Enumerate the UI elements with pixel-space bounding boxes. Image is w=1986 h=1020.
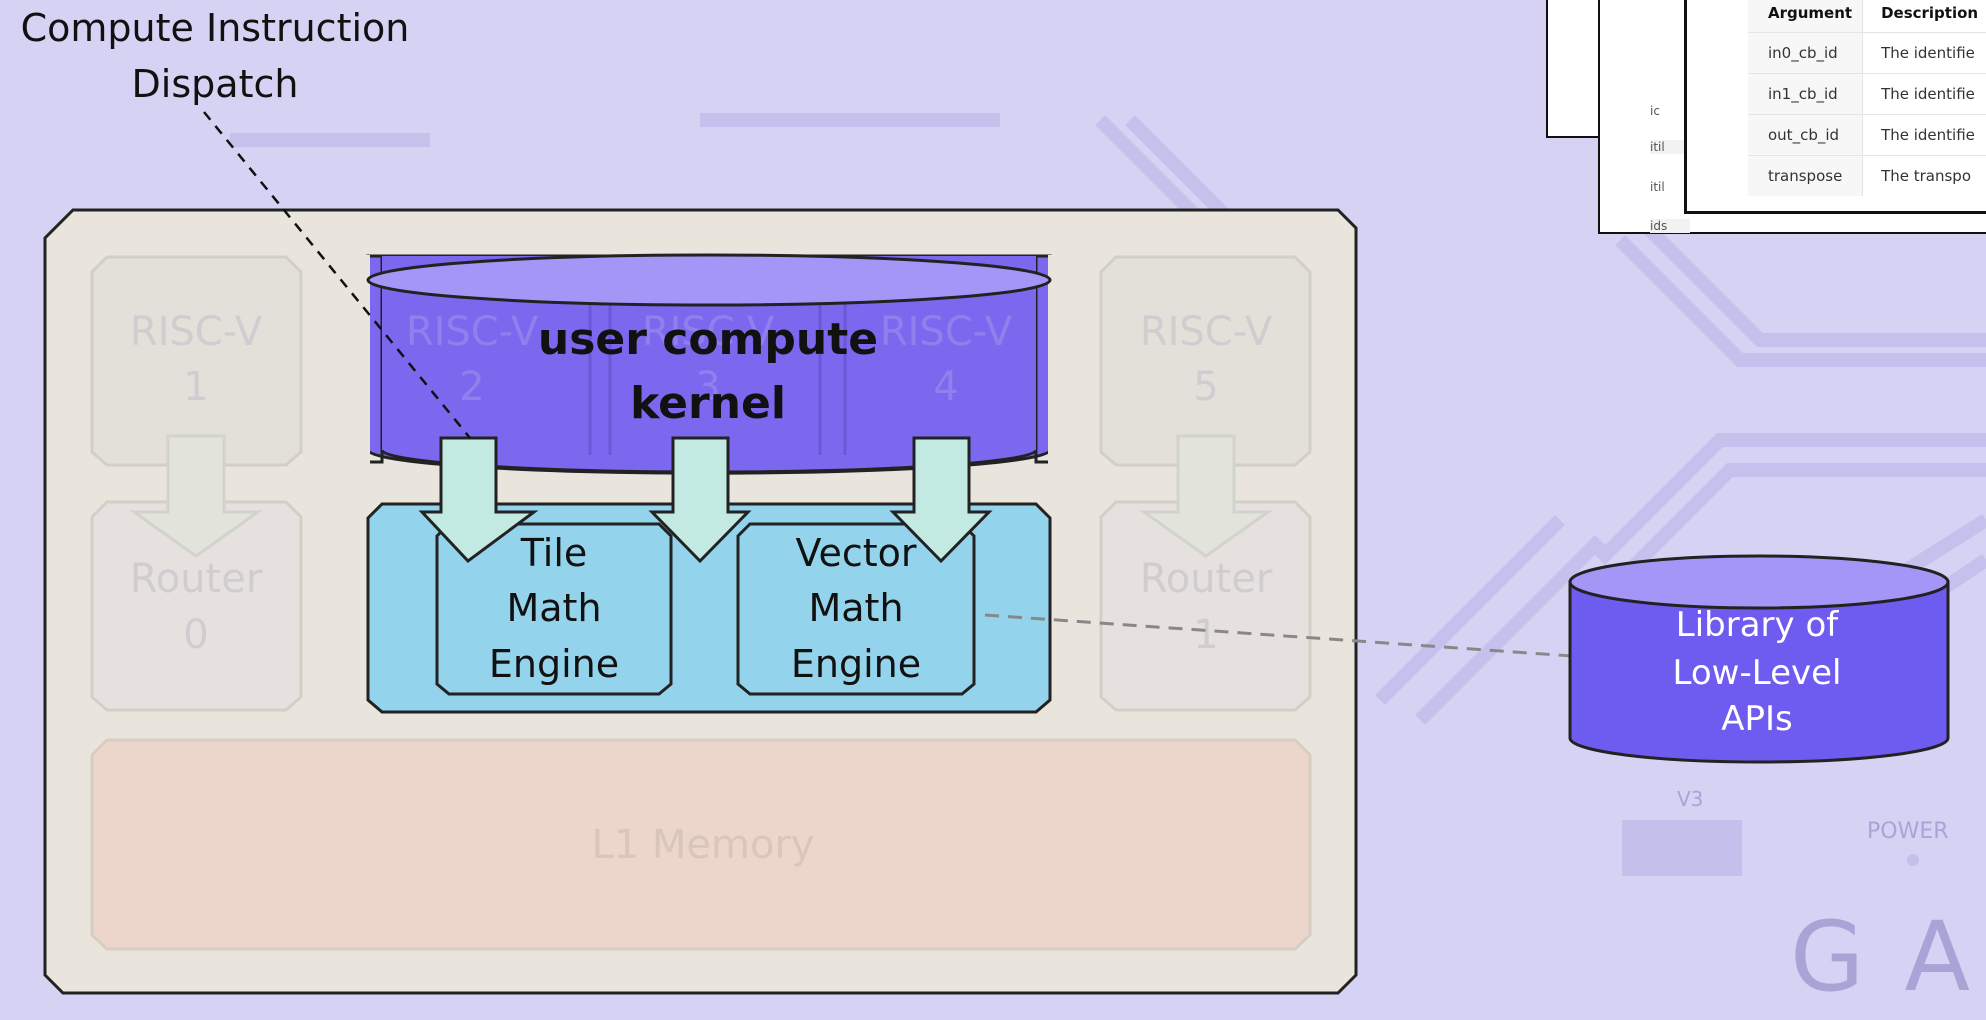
risc-v-4-number: 4 bbox=[933, 364, 958, 410]
risc-v-2-number: 2 bbox=[459, 364, 484, 410]
dispatch-arrow-center bbox=[648, 436, 752, 564]
risc-v-1-number: 1 bbox=[183, 364, 208, 410]
dispatch-arrow-tile bbox=[418, 436, 539, 564]
table-cell: in0_cb_id bbox=[1748, 32, 1863, 74]
fragment-line: ids bbox=[1650, 219, 1690, 233]
callout-line2: Dispatch bbox=[131, 62, 299, 106]
api-argument-table: Argument Description in0_cb_id The ident… bbox=[1748, 0, 1986, 196]
table-header-description: Description bbox=[1862, 0, 1986, 33]
risc-v-5-block bbox=[1099, 255, 1312, 467]
library-line1: Library of bbox=[1676, 605, 1839, 645]
tile-math-engine bbox=[435, 522, 673, 696]
l1-memory-block bbox=[90, 738, 1312, 951]
callout-dashed-line bbox=[203, 111, 471, 439]
vector-engine-line2: Math bbox=[808, 586, 903, 630]
risc-v-1-label: RISC-V bbox=[130, 309, 263, 355]
user-compute-kernel-cylinder bbox=[360, 253, 1058, 475]
background-hardware-pattern bbox=[230, 113, 1986, 876]
faded-down-arrow-left bbox=[129, 434, 263, 558]
faded-down-arrow-right bbox=[1139, 434, 1273, 558]
fragment-line: itil bbox=[1650, 140, 1690, 154]
table-cell: The identifie bbox=[1862, 73, 1986, 115]
table-cell: The identifie bbox=[1862, 114, 1986, 156]
compute-dispatch-callout: Compute Instruction Dispatch bbox=[0, 0, 430, 112]
risc-v-1-block bbox=[90, 255, 303, 467]
fragment-line: ic bbox=[1650, 104, 1660, 118]
tile-engine-line2: Math bbox=[506, 586, 601, 630]
fragment-line: itil bbox=[1650, 180, 1665, 194]
tile-engine-line1: Tile bbox=[520, 531, 588, 575]
library-cylinder bbox=[1568, 554, 1950, 764]
table-row: transpose The transpo bbox=[1748, 155, 1986, 196]
router-0-label: Router bbox=[130, 556, 263, 602]
table-cell: The identifie bbox=[1862, 32, 1986, 74]
risc-v-5-label: RISC-V bbox=[1140, 309, 1273, 355]
bg-version-text: V3 bbox=[1677, 787, 1703, 811]
risc-v-3-label: RISC-V bbox=[642, 309, 775, 355]
risc-v-4-label: RISC-V bbox=[880, 309, 1013, 355]
table-row: in0_cb_id The identifie bbox=[1748, 32, 1986, 74]
l1-memory-label: L1 Memory bbox=[591, 822, 814, 868]
vector-engine-line3: Engine bbox=[791, 642, 921, 686]
callout-line1: Compute Instruction bbox=[20, 6, 410, 50]
risc-v-5-number: 5 bbox=[1193, 364, 1218, 410]
risc-v-2-label: RISC-V bbox=[406, 309, 539, 355]
dispatch-arrow-vector bbox=[889, 436, 993, 564]
router-0-number: 0 bbox=[183, 612, 208, 658]
table-row: in1_cb_id The identifie bbox=[1748, 73, 1986, 115]
router-0-block bbox=[90, 500, 303, 712]
kernel-title-line1: user compute bbox=[538, 314, 878, 365]
router-1-label: Router bbox=[1140, 556, 1273, 602]
router-1-block bbox=[1099, 500, 1312, 712]
bg-brand-text: GAL bbox=[1790, 901, 1986, 1013]
table-cell: transpose bbox=[1748, 155, 1863, 196]
router-1-number: 1 bbox=[1193, 612, 1218, 658]
library-connector-line bbox=[984, 613, 1573, 658]
bg-power-text: POWER bbox=[1867, 819, 1949, 844]
tile-engine-line3: Engine bbox=[489, 642, 619, 686]
table-cell: out_cb_id bbox=[1748, 114, 1863, 156]
table-cell: The transpo bbox=[1862, 155, 1986, 196]
library-line2: Low-Level bbox=[1673, 653, 1842, 693]
risc-v-3-number: 3 bbox=[695, 364, 720, 410]
table-cell: in1_cb_id bbox=[1748, 73, 1863, 115]
table-row: out_cb_id The identifie bbox=[1748, 114, 1986, 156]
table-header-argument: Argument bbox=[1748, 0, 1863, 33]
vector-engine-line1: Vector bbox=[795, 531, 916, 575]
kernel-title-line2: kernel bbox=[630, 378, 786, 429]
library-line3: APIs bbox=[1721, 699, 1793, 739]
